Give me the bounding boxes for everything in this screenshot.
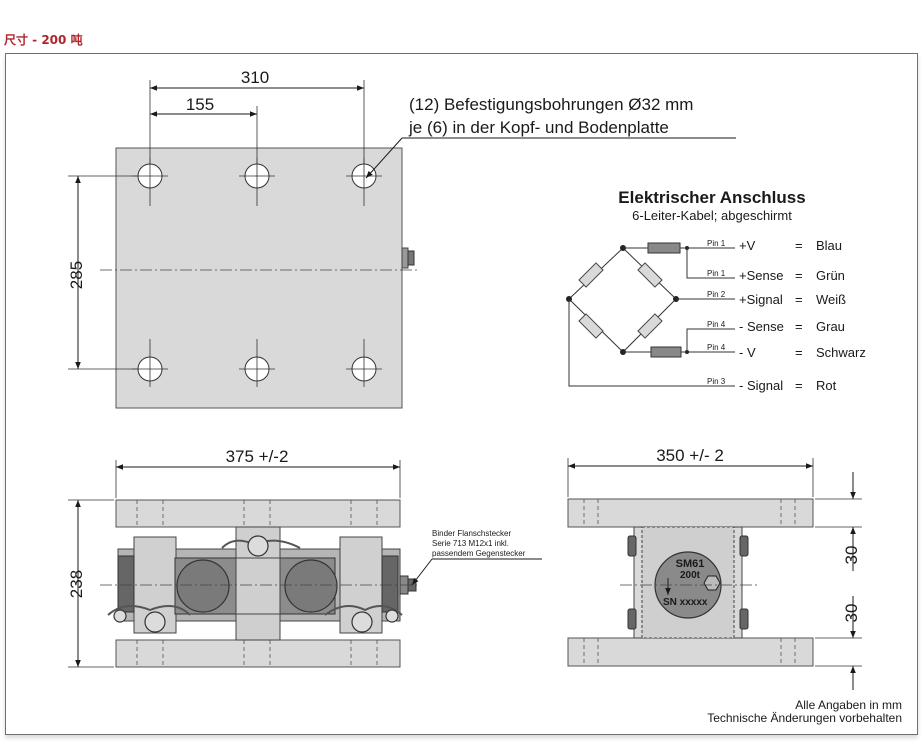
signal-label: +V bbox=[739, 238, 756, 253]
wire-color: Blau bbox=[816, 238, 842, 253]
pin-label: Pin 4 bbox=[707, 320, 726, 329]
connector-note-line2: Serie 713 M12x1 inkl. bbox=[432, 539, 509, 548]
bottom-plate-side bbox=[567, 637, 814, 667]
dim-155-label: 155 bbox=[186, 95, 214, 114]
signal-label: +Signal bbox=[739, 292, 783, 307]
electrical-connection: Elektrischer Anschluss 6-Leiter-Kabel; a… bbox=[566, 188, 866, 393]
dim-238-label: 238 bbox=[67, 570, 86, 598]
footer-line2: Technische Änderungen vorbehalten bbox=[707, 711, 902, 725]
page-title: 尺寸 - 200 吨 bbox=[4, 33, 83, 47]
pin-label: Pin 4 bbox=[707, 343, 726, 352]
signal-label: - Sense bbox=[739, 319, 784, 334]
equals-sign: = bbox=[795, 292, 803, 307]
model-label: SM61 bbox=[676, 558, 705, 570]
wire-color: Grau bbox=[816, 319, 845, 334]
top-plate-front bbox=[115, 499, 401, 528]
top-connector bbox=[401, 247, 409, 269]
signal-label: - V bbox=[739, 345, 756, 360]
pin-label: Pin 2 bbox=[707, 290, 726, 299]
pin-label: Pin 1 bbox=[707, 269, 726, 278]
dim-350-label: 350 +/- 2 bbox=[656, 446, 724, 465]
pin-table: Pin 1 +V = Blau Pin 1 +Sense = Grün Pin … bbox=[707, 238, 866, 393]
equals-sign: = bbox=[795, 319, 803, 334]
wire-color: Grün bbox=[816, 268, 845, 283]
footer-line1: Alle Angaben in mm bbox=[795, 698, 902, 712]
connector-note-line3: passendem Gegenstecker bbox=[432, 549, 526, 558]
capacity-label: 200t bbox=[680, 570, 701, 581]
equals-sign: = bbox=[795, 238, 803, 253]
bottom-plate-front bbox=[115, 639, 401, 668]
signal-label: - Signal bbox=[739, 378, 783, 393]
wire-color: Rot bbox=[816, 378, 837, 393]
dim-375-label: 375 +/-2 bbox=[226, 447, 289, 466]
signal-label: +Sense bbox=[739, 268, 783, 283]
pin-label: Pin 3 bbox=[707, 377, 726, 386]
equals-sign: = bbox=[795, 345, 803, 360]
top-plate-side bbox=[567, 498, 814, 528]
front-view: 375 +/-2 238 Binder Flanschstecker Serie… bbox=[67, 447, 542, 668]
wire-color: Weiß bbox=[816, 292, 846, 307]
side-view: SM61 200t SN xxxxx 350 +/- 2 30 30 bbox=[567, 446, 862, 690]
pin-label: Pin 1 bbox=[707, 239, 726, 248]
equals-sign: = bbox=[795, 378, 803, 393]
dim-30-bottom-label: 30 bbox=[842, 604, 861, 623]
note-holes-line2: je (6) in der Kopf- und Bodenplatte bbox=[408, 118, 669, 137]
connector-hex-icon bbox=[703, 575, 721, 591]
dim-310-label: 310 bbox=[241, 68, 269, 87]
electrical-subtitle: 6-Leiter-Kabel; abgeschirmt bbox=[632, 208, 792, 223]
dim-285-label: 285 bbox=[67, 261, 86, 289]
serial-label: SN xxxxx bbox=[663, 597, 708, 608]
equals-sign: = bbox=[795, 268, 803, 283]
wire-color: Schwarz bbox=[816, 345, 866, 360]
electrical-title: Elektrischer Anschluss bbox=[618, 188, 805, 207]
note-holes-line1: (12) Befestigungsbohrungen Ø32 mm bbox=[409, 95, 693, 114]
connector-note-line1: Binder Flanschstecker bbox=[432, 529, 511, 538]
dim-30-top-label: 30 bbox=[842, 546, 861, 565]
top-view: 310 155 285 (12) Befestigungsbohrungen Ø… bbox=[67, 68, 736, 409]
